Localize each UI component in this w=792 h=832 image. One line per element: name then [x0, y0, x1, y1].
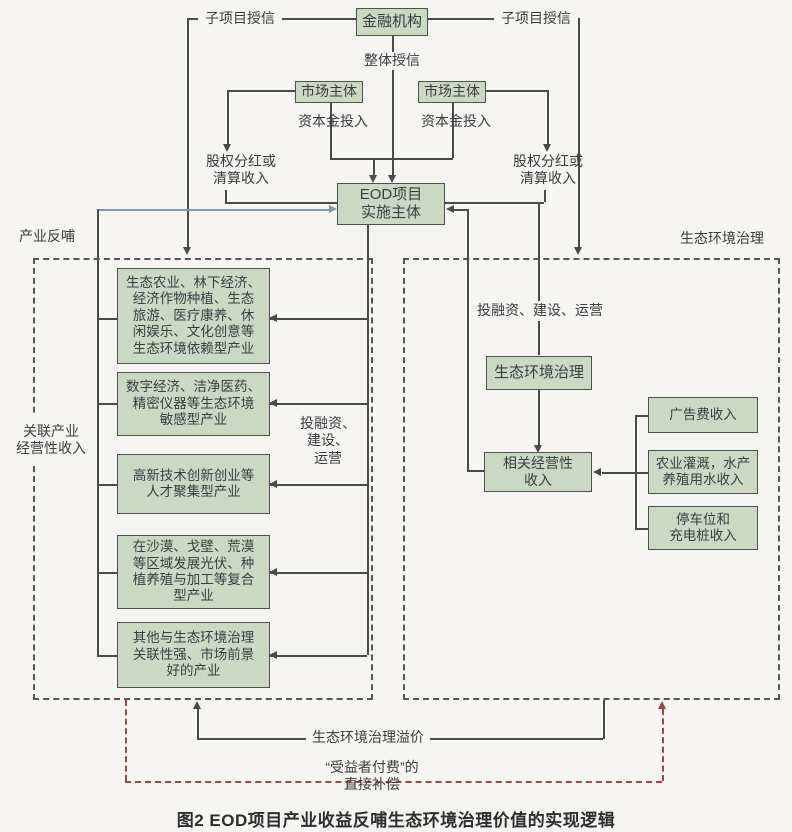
connector [270, 655, 367, 657]
connector [97, 318, 117, 320]
industry-feedback-panel [33, 258, 373, 700]
connector [603, 700, 605, 739]
left-side-income-label: 关联产业 经营性收入 [6, 416, 96, 464]
compensation-connector [125, 700, 127, 781]
connector [538, 202, 540, 355]
connector [635, 415, 648, 417]
connector [225, 202, 337, 204]
arrow-left-icon [269, 313, 277, 322]
connector [225, 190, 227, 202]
connector [547, 90, 549, 144]
connector [538, 390, 540, 446]
connector [578, 18, 580, 248]
connector [453, 209, 468, 211]
industry-box-5: 其他与生态环境治理 关联性强、市场前景 好的产业 [117, 622, 270, 688]
connector [197, 709, 199, 738]
connector [392, 36, 394, 176]
capital-left-label: 资本金投入 [298, 113, 368, 130]
connector [467, 209, 469, 470]
connector [467, 470, 484, 472]
connector [97, 484, 117, 486]
connector [270, 572, 367, 574]
premium-label: 生态环境治理溢价 [306, 729, 430, 747]
arrow-up-icon [657, 701, 666, 709]
compensation-connector [125, 781, 662, 783]
arrow-down-icon [368, 175, 377, 183]
arrow-left-icon [269, 650, 277, 659]
arrow-down-icon [533, 445, 542, 453]
capital-right-label: 资本金投入 [421, 113, 491, 130]
arrow-left-icon [269, 398, 277, 407]
sub-credit-right-label: 子项目授信 [494, 10, 578, 28]
financial-institution-box: 金融机构 [356, 8, 428, 36]
connector [97, 403, 117, 405]
eod-entity-box: EOD项目 实施主体 [337, 183, 445, 225]
market-entity-left-box: 市场主体 [295, 81, 363, 103]
connector [97, 572, 117, 574]
overall-credit-label: 整体授信 [357, 52, 427, 70]
connector [602, 472, 648, 474]
arrow-down-icon [387, 175, 396, 183]
connector [270, 318, 367, 320]
connector [270, 403, 367, 405]
connector [330, 103, 332, 158]
eco-treatment-panel [403, 258, 780, 700]
sub-credit-left-label: 子项目授信 [198, 10, 282, 28]
arrow-down-icon [573, 247, 582, 255]
revenue-source-box-2: 农业灌溉，水产 养殖用水收入 [648, 450, 758, 494]
arrow-up-icon [192, 701, 201, 709]
revenue-source-box-3: 停车位和 充电桩收入 [648, 506, 758, 550]
connector [635, 415, 637, 528]
market-entity-right-box: 市场主体 [418, 81, 486, 103]
dividend-left-label: 股权分红或 清算收入 [206, 152, 276, 187]
connector [187, 18, 189, 248]
connector [227, 90, 295, 92]
connector [452, 103, 454, 158]
operating-revenue-box: 相关经营性 收入 [484, 452, 592, 492]
figure-caption: 图2 EOD项目产业收益反哺生态环境治理价值的实现逻辑 [176, 811, 616, 830]
industry-box-2: 数字经济、洁净医药、 精密仪器等生态环境 敏感型产业 [117, 372, 270, 436]
connector [635, 528, 648, 530]
connector [486, 90, 547, 92]
connector [445, 202, 544, 204]
arrow-down-icon [542, 144, 551, 152]
arrow-left-icon [269, 567, 277, 576]
return-connector [97, 209, 330, 211]
connector [97, 209, 99, 655]
connector [97, 655, 117, 657]
industry-box-4: 在沙漠、戈壁、荒漠 等区域发展光伏、种 植养殖与加工等复合 型产业 [117, 535, 270, 609]
industry-box-1: 生态农业、林下经济、 经济作物种植、生态 旅游、医疗康养、休 闲娱乐、文化创意等… [117, 268, 270, 364]
connector [227, 90, 229, 144]
compensation-label: “受益者付费”的 直接补偿 [325, 758, 419, 793]
arrow-left-icon [593, 467, 601, 476]
arrow-left-icon [445, 204, 454, 213]
connector [373, 158, 375, 176]
treatment-box: 生态环境治理 [486, 356, 592, 390]
revenue-source-box-1: 广告费收入 [648, 397, 758, 433]
connector [270, 484, 367, 486]
dividend-right-label: 股权分红或 清算收入 [513, 152, 583, 187]
arrow-left-icon [269, 479, 277, 488]
left-invest-label: 投融资、 建设、 运营 [297, 413, 359, 469]
arrow-down-icon [182, 247, 191, 255]
industry-box-3: 高新技术创新创业等 人才聚集型产业 [117, 454, 270, 514]
arrow-down-icon [222, 144, 231, 152]
right-panel-title: 生态环境治理 [680, 230, 764, 247]
right-invest-label: 投融资、建设、运营 [470, 301, 610, 321]
compensation-connector [662, 709, 664, 781]
connector [367, 225, 369, 655]
arrow-right-icon [329, 204, 337, 213]
left-panel-title: 产业反哺 [19, 228, 75, 245]
connector [544, 190, 546, 202]
connector [330, 158, 453, 160]
